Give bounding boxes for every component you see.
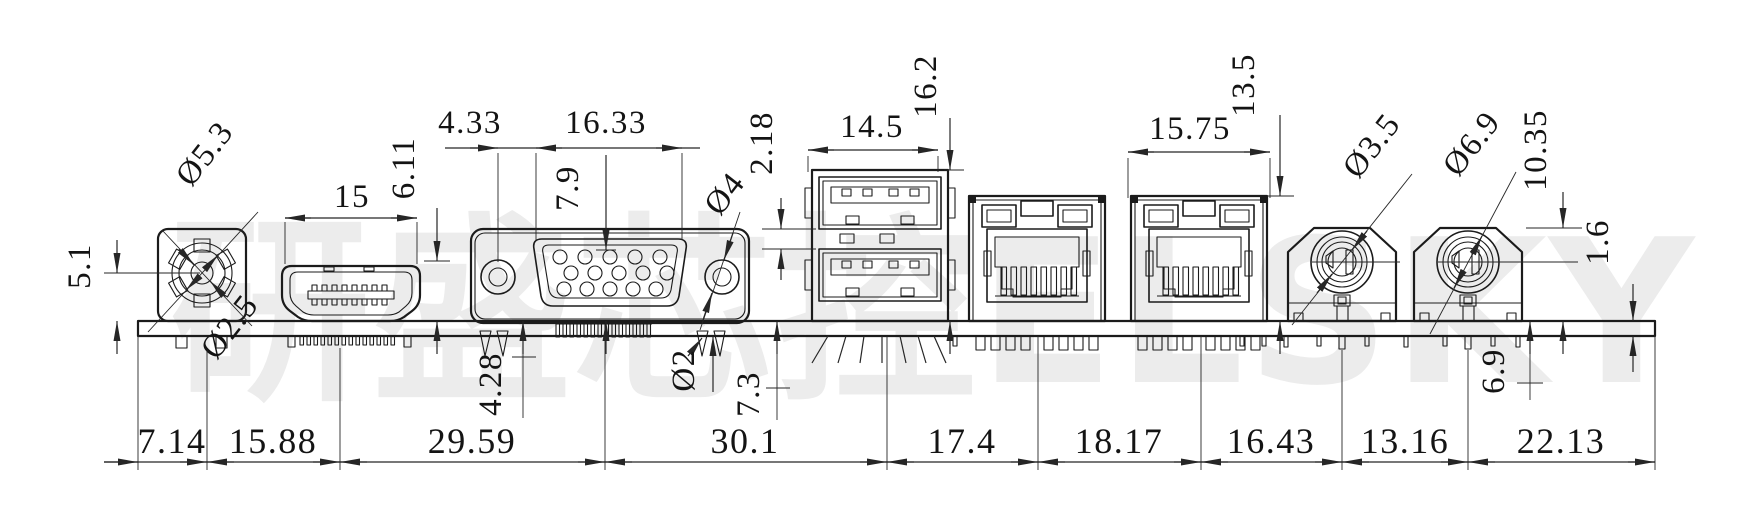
dim-vga-top: 4.33 16.33 (438, 105, 700, 262)
dc-height-label: 5.1 (62, 243, 98, 289)
dim-hdmi-width: 15 (284, 179, 418, 264)
vga-bracket-leg-label: 4.28 (473, 352, 509, 416)
board-pins (952, 335, 1521, 348)
dim-board-thickness: 1.6 (1580, 219, 1637, 372)
lan-width-label: 15.75 (1149, 111, 1231, 147)
hdmi-height-label: 6.11 (386, 137, 422, 200)
dim-vga-bracket-leg: 4.28 (473, 321, 536, 418)
hdmi-width-label: 15 (334, 179, 370, 215)
dim-usb-gap: 2.18 (744, 111, 816, 280)
dim-vga-pin-length: 7.3 (731, 321, 790, 420)
pitch-label-4: 17.4 (928, 421, 997, 461)
usb-gap-label: 2.18 (744, 111, 780, 175)
board-thickness-label: 1.6 (1580, 219, 1616, 265)
vga-pin-holes (552, 249, 675, 297)
dim-audio-pin-length: 6.9 (1476, 321, 1543, 400)
pitch-label-7: 13.16 (1361, 421, 1450, 461)
vga-pin-dia-label: Ø2 (666, 348, 702, 391)
lan-contacts (995, 266, 1079, 297)
hdmi-connector (280, 264, 422, 348)
dim-lan-height: 13.5 (1226, 53, 1294, 354)
vga-pin-length-label: 7.3 (731, 371, 767, 417)
audio-ring-dia-label: Ø6.9 (1436, 105, 1508, 183)
hdmi-pins (287, 335, 412, 348)
dim-lan-width: 15.75 (1127, 111, 1271, 198)
pitch-label-2: 29.59 (428, 421, 517, 461)
dim-bottom-chain: 7.14 15.88 29.59 30.1 17.4 18.17 16.43 1… (104, 326, 1656, 470)
pitch-label-8: 22.13 (1517, 421, 1606, 461)
usb-stack (804, 168, 956, 364)
vga-center-height-label: 7.9 (550, 165, 586, 211)
usb-width-label: 14.5 (840, 109, 904, 145)
pitch-label-0: 7.14 (138, 421, 207, 461)
lan-height-label: 13.5 (1226, 53, 1262, 117)
dc-outer-dia-label: Ø5.3 (169, 115, 241, 193)
dim-hdmi-height: 6.11 (386, 137, 450, 354)
dim-usb-width: 14.5 (807, 109, 939, 172)
watermark-text: 研盛芯控ELSKY (170, 197, 1696, 430)
pitch-label-3: 30.1 (711, 421, 780, 461)
dim-dc-center-height: 5.1 (62, 240, 200, 354)
usb-pins (811, 335, 947, 364)
dim-vga-center-height: 7.9 (550, 155, 616, 354)
pitch-label-6: 16.43 (1227, 421, 1316, 461)
pitch-label-5: 18.17 (1075, 421, 1164, 461)
pitch-label-1: 15.88 (229, 421, 318, 461)
audio-pin-length-label: 6.9 (1476, 348, 1512, 394)
audio-jack-dia-label: Ø3.5 (1336, 107, 1408, 185)
lan-port-1 (967, 194, 1107, 351)
dim-usb-height: 16.2 (908, 54, 964, 354)
usb-height-label: 16.2 (908, 54, 944, 118)
vga-shell-width-label: 16.33 (565, 105, 647, 141)
dim-audio-height: 10.35 (1518, 109, 1582, 354)
vga-connector (469, 227, 751, 357)
lan-pins (975, 335, 1099, 351)
dim-vga-pin-diameter: Ø2 (666, 336, 717, 392)
vga-screw-offset-label: 4.33 (438, 105, 502, 141)
vga-screw-hole-right (704, 259, 740, 295)
audio-height-label: 10.35 (1518, 109, 1554, 191)
